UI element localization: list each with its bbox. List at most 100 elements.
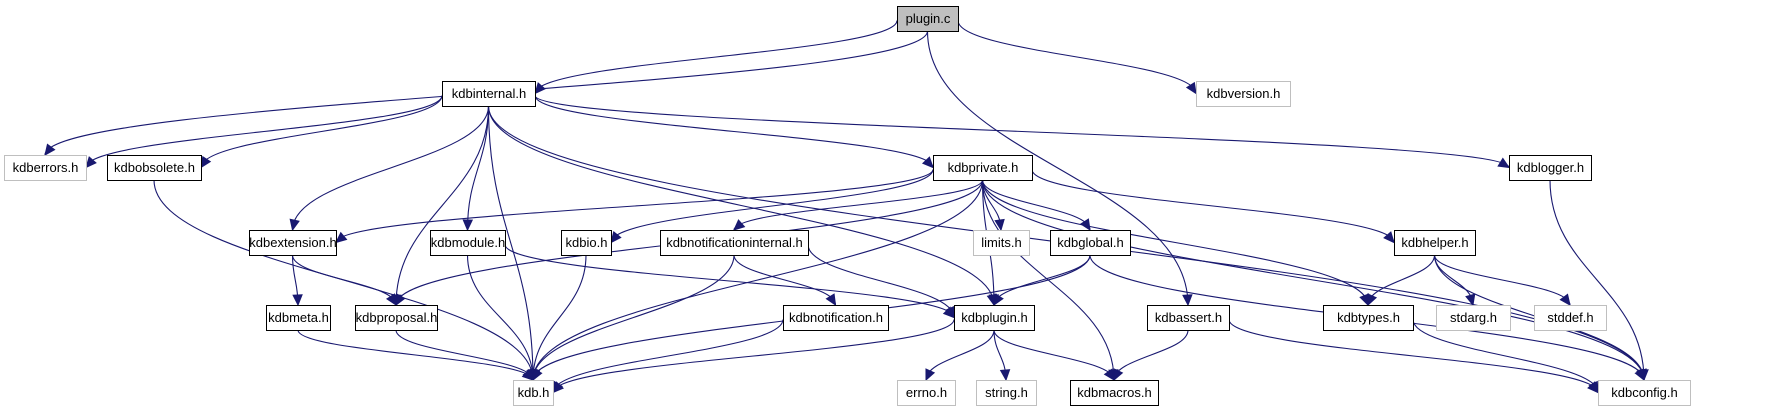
node-box (430, 230, 506, 256)
edge-kdbinternal_h-to-kdb_h (487, 105, 534, 381)
edge-kdbio_h-to-kdb_h (532, 254, 587, 381)
edge-kdbinternal_h-to-kdbobsolete_h (200, 95, 443, 168)
edge-plugin_c-to-kdbversion_h (957, 20, 1197, 94)
edge-kdbinternal_h-to-kdblogger_h (534, 95, 1510, 168)
arrowhead-icon (1636, 368, 1647, 382)
node-kdbio-h[interactable]: kdbio.h (561, 230, 612, 256)
node-plugin-c[interactable]: plugin.c (897, 6, 959, 32)
node-box (1394, 230, 1476, 256)
edge-kdbnotification_h-to-kdb_h (552, 319, 784, 393)
node-label: stdarg.h (1450, 310, 1497, 325)
edge-kdbassert_h-to-kdbconfig_h (1228, 319, 1599, 393)
node-kdbglobal-h[interactable]: kdbglobal.h (1050, 230, 1131, 256)
node-kdbhelper-h[interactable]: kdbhelper.h (1394, 230, 1476, 256)
node-label: kdbtypes.h (1337, 310, 1400, 325)
node-kdbinternal-h[interactable]: kdbinternal.h (442, 81, 536, 107)
node-box (1509, 155, 1592, 181)
edge-kdblogger_h-to-kdbconfig_h (1549, 179, 1645, 381)
edge-plugin_c-to-kdbinternal_h (534, 20, 898, 94)
node-box (973, 230, 1030, 256)
node-box (1534, 305, 1607, 331)
edge-plugin_c-to-kdbassert_h (926, 30, 1189, 306)
edge-kdbinternal_h-to-kdbplugin_h (487, 105, 995, 306)
node-kdbprivate-h[interactable]: kdbprivate.h (933, 155, 1033, 181)
node-kdbassert-h[interactable]: kdbassert.h (1147, 305, 1230, 331)
node-box (660, 230, 809, 256)
node-box (783, 305, 889, 331)
node-label: stddef.h (1547, 310, 1593, 325)
arrowhead-icon (1367, 293, 1378, 307)
arrowhead-icon (1182, 294, 1193, 307)
arrowhead-icon (289, 218, 300, 232)
node-box (954, 305, 1035, 331)
edge-kdbplugin_h-to-errno_h (925, 329, 995, 381)
edges-layer (44, 20, 1649, 394)
node-box (513, 380, 554, 406)
node-kdbnotification-h[interactable]: kdbnotification.h (783, 305, 889, 331)
node-kdbtypes-h[interactable]: kdbtypes.h (1323, 305, 1414, 331)
node-kdbmeta-h[interactable]: kdbmeta.h (266, 305, 331, 331)
node-kdbobsolete-h[interactable]: kdbobsolete.h (107, 155, 202, 181)
node-label: kdbmacros.h (1077, 385, 1151, 400)
node-box (249, 230, 337, 256)
node-box (4, 155, 87, 181)
nodes-layer: plugin.c kdbinternal.h kdbversion.h kdberro… (4, 6, 1691, 406)
node-box (442, 81, 536, 107)
arrowhead-icon (1465, 293, 1476, 307)
arrowhead-icon (1103, 368, 1115, 382)
node-label: kdbextension.h (249, 235, 336, 250)
edge-kdbmodule_h-to-kdbplugin_h (504, 244, 955, 318)
edge-kdbtypes_h-to-kdbconfig_h (1412, 319, 1599, 393)
node-label: kdbprivate.h (948, 160, 1019, 175)
node-label: kdbnotification.h (789, 310, 883, 325)
node-kdbplugin-h[interactable]: kdbplugin.h (954, 305, 1035, 331)
node-kdbmodule-h[interactable]: kdbmodule.h (430, 230, 506, 256)
arrowhead-icon (925, 368, 936, 382)
arrowhead-icon (532, 368, 543, 382)
node-label: kdbnotificationinternal.h (666, 235, 803, 250)
node-label: kdbio.h (566, 235, 608, 250)
edge-kdbprivate_h-to-kdbhelper_h (1031, 169, 1395, 243)
edge-kdbinternal_h-to-kdbproposal_h (395, 105, 490, 306)
node-kdblogger-h[interactable]: kdblogger.h (1509, 155, 1592, 181)
node-box (1050, 230, 1131, 256)
node-label: kdberrors.h (13, 160, 79, 175)
edge-kdbprivate_h-to-kdbnotificationinternal_h (733, 179, 984, 231)
edge-kdbnotificationinternal_h-to-kdb_h (532, 254, 735, 381)
node-label: kdbhelper.h (1401, 235, 1468, 250)
node-box (355, 305, 438, 331)
node-kdbversion-h: kdbversion.h (1196, 81, 1291, 107)
arrowhead-icon (1185, 81, 1197, 95)
node-kdbconfig-h: kdbconfig.h (1598, 380, 1691, 406)
edge-kdbplugin_h-to-kdbmacros_h (993, 329, 1115, 381)
edge-kdbinternal_h-to-kdbmodule_h (466, 105, 490, 231)
edge-kdbplugin_h-to-kdb_h (552, 319, 955, 393)
node-kdb-h: kdb.h (513, 380, 554, 406)
arrowhead-icon (1359, 293, 1370, 307)
node-label: kdbconfig.h (1611, 385, 1678, 400)
arrowhead-icon (921, 156, 934, 169)
arrowhead-icon (552, 381, 565, 394)
arrowhead-icon (1113, 368, 1124, 382)
node-box (1070, 380, 1159, 406)
edge-kdbnotificationinternal_h-to-kdbnotification_h (733, 254, 837, 306)
node-label: kdblogger.h (1517, 160, 1584, 175)
node-kdbextension-h[interactable]: kdbextension.h (249, 230, 337, 256)
arrowhead-icon (1079, 218, 1091, 232)
arrowhead-icon (1588, 380, 1599, 394)
node-box (933, 155, 1033, 181)
node-label: kdbinternal.h (452, 86, 526, 101)
node-kdbnotificationinternal-h[interactable]: kdbnotificationinternal.h (660, 230, 809, 256)
edge-kdbassert_h-to-kdbmacros_h (1113, 329, 1189, 381)
node-label: kdbobsolete.h (114, 160, 195, 175)
arrowhead-icon (1559, 293, 1571, 306)
edge-kdbinternal_h-to-kdberrors_h (85, 95, 443, 168)
edge-kdbextension_h-to-kdbproposal_h (291, 254, 397, 306)
edge-kdbhelper_h-to-stddef_h (1433, 254, 1571, 306)
node-box (1147, 305, 1230, 331)
node-errno-h: errno.h (897, 380, 956, 406)
node-kdbmacros-h[interactable]: kdbmacros.h (1070, 380, 1159, 406)
node-box (897, 6, 959, 32)
node-kdbproposal-h[interactable]: kdbproposal.h (355, 305, 438, 331)
edge-kdbprivate_h-to-kdbconfig_h (981, 179, 1645, 381)
